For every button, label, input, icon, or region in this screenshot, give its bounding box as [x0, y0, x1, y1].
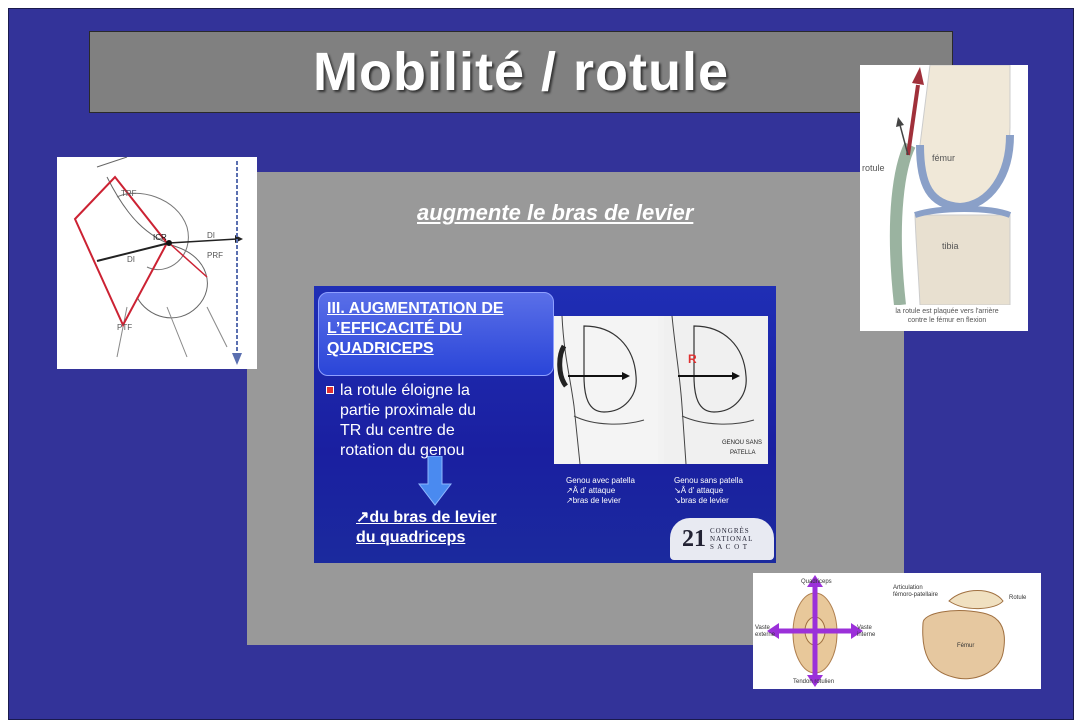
conclusion-line: du quadriceps	[356, 528, 497, 548]
label-icr: ICR	[153, 233, 167, 242]
title-box: Mobilité / rotule	[89, 31, 953, 113]
label-line: interne	[857, 632, 875, 639]
rotule-caption: la rotule est plaquée vers l'arrière con…	[872, 307, 1022, 325]
bullet-line: TR du centre de	[340, 421, 550, 441]
knee-side-view-icon	[860, 65, 1028, 305]
inner-conclusion: ↗du bras de levier du quadriceps	[356, 508, 497, 548]
congress-word: NATIONAL	[710, 535, 753, 543]
caption-line: contre le fémur en flexion	[872, 316, 1022, 325]
slide-title: Mobilité / rotule	[313, 41, 729, 103]
caption-line: ↗Â d' attaque	[566, 486, 635, 496]
label-di-right: DI	[207, 231, 215, 240]
embedded-slide-image: III. AUGMENTATION DE L’EFFICACITÉ DU QUA…	[314, 286, 776, 563]
inner-heading: III. AUGMENTATION DE L’EFFICACITÉ DU QUA…	[318, 292, 554, 376]
left-knee-lever-diagram: TRF ICR DI DI PRF PTF	[57, 157, 257, 369]
label-line: Vaste	[857, 625, 875, 632]
label-rotule: rotule	[862, 163, 885, 173]
knee-label-patella: PATELLA	[730, 450, 755, 456]
label-line: Vaste	[755, 625, 775, 632]
knee-label-r: R	[688, 352, 697, 366]
label-trf: TRF	[121, 189, 137, 198]
label-vaste-interne: Vaste interne	[857, 625, 875, 639]
caption-avec-patella: Genou avec patella ↗Â d' attaque ↗bras d…	[566, 476, 635, 506]
label-line: Articulation	[893, 585, 938, 592]
quadriceps-anatomy-diagram: Quadriceps Vaste externe Vaste interne T…	[753, 573, 1041, 689]
inner-heading-line: QUADRICEPS	[327, 339, 545, 359]
congress-word: S A C O T	[710, 543, 753, 551]
label-articulation: Articulation fémoro-patellaire	[893, 585, 938, 599]
label-femur-right: Fémur	[957, 643, 974, 650]
rotule-femur-diagram: rotule fémur tibia la rotule est plaquée…	[860, 65, 1028, 331]
caption-line: la rotule est plaquée vers l'arrière	[872, 307, 1022, 316]
knee-xray-pair: R GENOU SANS PATELLA	[554, 316, 768, 464]
label-di-left: DI	[127, 255, 135, 264]
inner-heading-line: L’EFFICACITÉ DU	[327, 319, 545, 339]
label-femur: fémur	[932, 153, 955, 163]
label-tibia: tibia	[942, 241, 959, 251]
bullet-line: la rotule éloigne la	[340, 381, 550, 401]
conclusion-line: ↗du bras de levier	[356, 508, 497, 528]
label-line: externe	[755, 632, 775, 639]
label-line: fémoro-patellaire	[893, 592, 938, 599]
caption-line: ↗bras de levier	[566, 496, 635, 506]
inner-heading-line: III. AUGMENTATION DE	[327, 299, 545, 319]
label-prf: PRF	[207, 251, 223, 260]
caption-line: ↘bras de levier	[674, 496, 743, 506]
caption-line: ↘Â d' attaque	[674, 486, 743, 496]
congress-words: CONGRÈS NATIONAL S A C O T	[710, 527, 753, 551]
label-vaste-externe: Vaste externe	[755, 625, 775, 639]
bullet-square-icon	[326, 386, 334, 394]
slide: Mobilité / rotule augmente le bras de le…	[8, 8, 1074, 720]
label-tendon: Tendon rotulien	[793, 679, 834, 686]
bullet-line: partie proximale du	[340, 401, 550, 421]
congress-logo: 21 CONGRÈS NATIONAL S A C O T	[670, 518, 774, 560]
slide-subtitle: augmente le bras de levier	[417, 200, 693, 226]
inner-bullet: la rotule éloigne la partie proximale du…	[340, 381, 550, 461]
congress-number: 21	[682, 526, 706, 553]
caption-line: Genou sans patella	[674, 476, 743, 486]
caption-line: Genou avec patella	[566, 476, 635, 486]
label-rotule-right: Rotule	[1009, 595, 1026, 602]
congress-word: CONGRÈS	[710, 527, 753, 535]
caption-sans-patella: Genou sans patella ↘Â d' attaque ↘bras d…	[674, 476, 743, 506]
knee-lever-sketch-icon	[57, 157, 257, 369]
knee-label-genou: GENOU SANS	[722, 440, 762, 446]
label-ptf: PTF	[117, 323, 132, 332]
label-quadriceps: Quadriceps	[801, 579, 832, 586]
down-arrow-icon	[418, 456, 452, 506]
